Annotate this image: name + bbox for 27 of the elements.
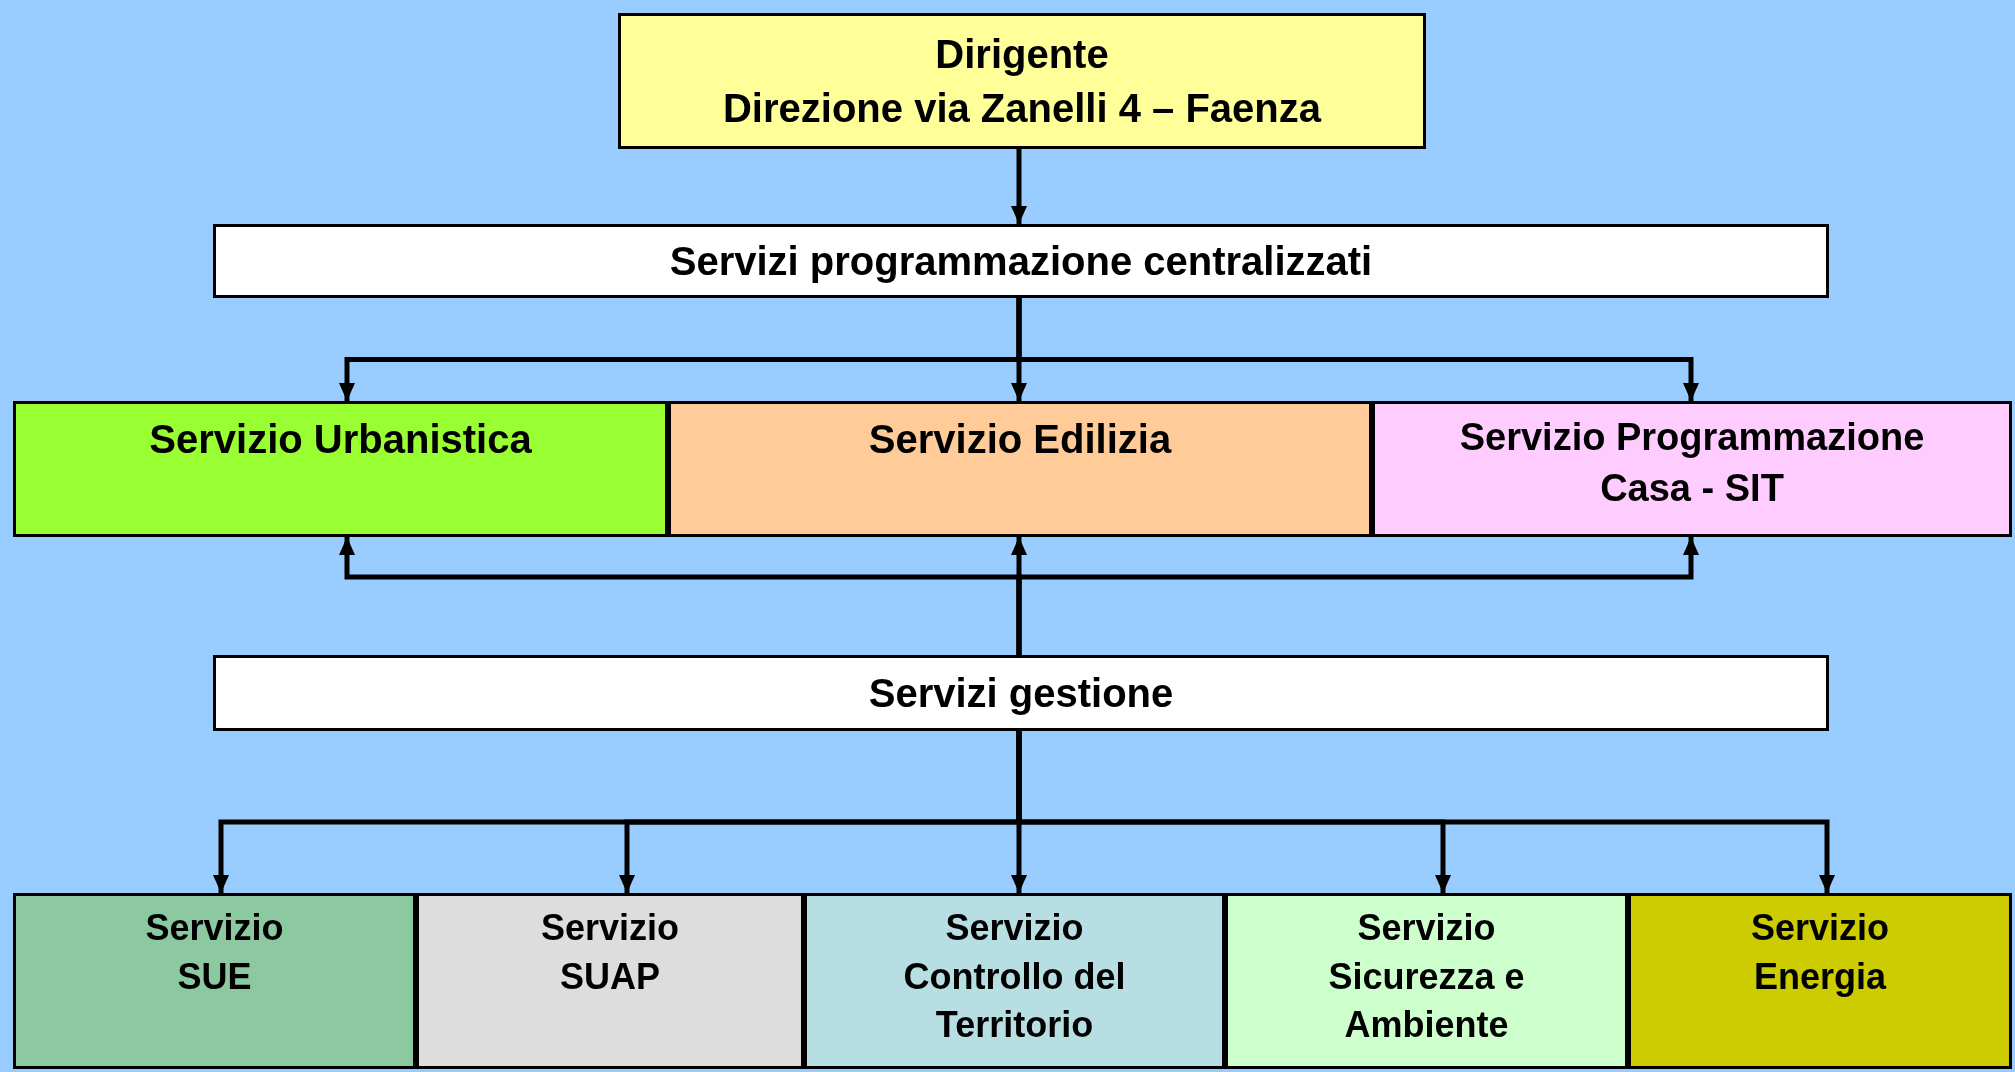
- box-label: Servizio Urbanistica: [149, 416, 532, 463]
- service-box: [1372, 401, 2012, 537]
- arrow: [1016, 298, 1699, 401]
- service-box: [13, 893, 416, 1069]
- box-label: Direzione via Zanelli 4 – Faenza: [723, 85, 1321, 132]
- arrow: [1011, 149, 1027, 224]
- box-label: Servizio Energia: [1749, 906, 1891, 999]
- box-label: Servizio SUE: [144, 906, 285, 999]
- box-label: Servizi gestione: [868, 670, 1174, 717]
- service-box: [213, 655, 1829, 731]
- box-label: Servizio Controllo del Territorio: [902, 906, 1127, 1048]
- box-label: Dirigente: [935, 31, 1109, 78]
- service-box: [13, 401, 668, 537]
- service-box: [618, 13, 1426, 149]
- box-label: Servizio Sicurezza e Ambiente: [1327, 906, 1526, 1048]
- service-box: [668, 401, 1372, 537]
- service-box: [1225, 893, 1628, 1069]
- box-label: Servizio Edilizia: [868, 416, 1172, 463]
- box-label: Servizio SUAP: [539, 906, 681, 999]
- box-label: Servizio Programmazione Casa - SIT: [1458, 415, 1926, 512]
- service-box: [1628, 893, 2012, 1069]
- arrow: [1016, 731, 1835, 893]
- service-box: [804, 893, 1225, 1069]
- service-box: [213, 224, 1829, 298]
- box-label: Servizi programmazione centralizzati: [669, 238, 1373, 285]
- arrow: [1016, 537, 1699, 655]
- service-box: [416, 893, 804, 1069]
